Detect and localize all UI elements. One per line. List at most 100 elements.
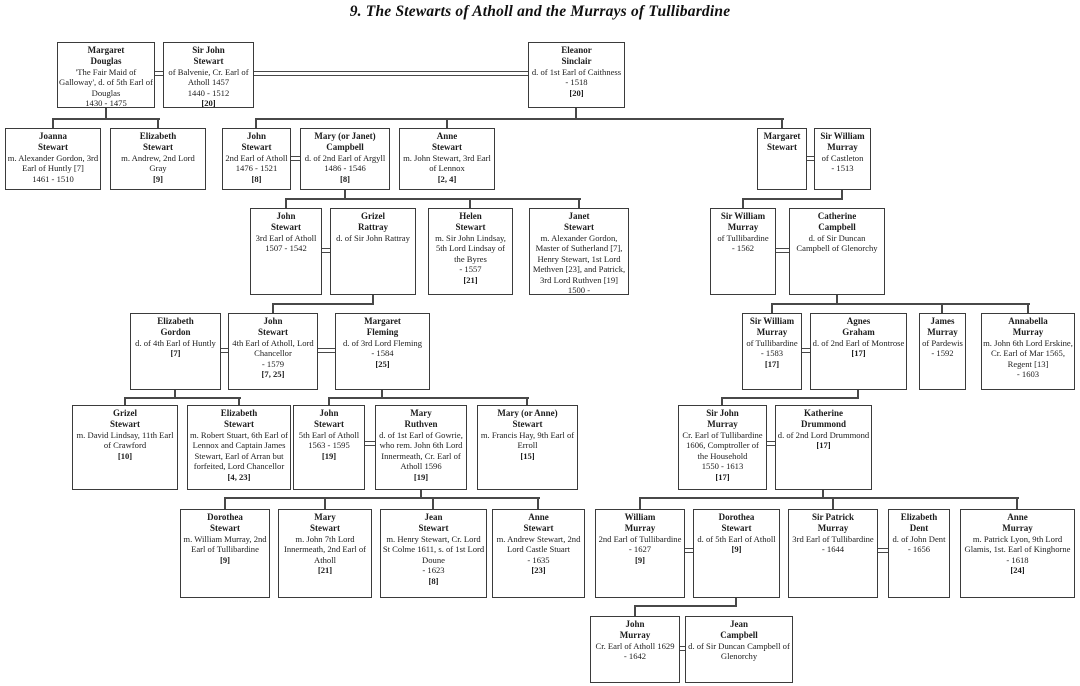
connector-line: [238, 397, 240, 405]
person-name: Murray: [927, 326, 958, 337]
person-name: Gordon: [160, 326, 191, 337]
marriage-link: [802, 348, 810, 353]
person-name: Catherine: [817, 211, 857, 221]
connector-line: [174, 390, 176, 399]
person-detail: 1430 - 1475: [85, 98, 127, 108]
person-detail: d. of John Dent: [892, 533, 946, 544]
person-detail: - 1592: [931, 348, 954, 359]
person-reference: [9]: [219, 554, 231, 565]
person-name: Rattray: [358, 221, 388, 232]
person-detail: 5th Earl of Atholl: [298, 429, 360, 440]
person-reference: [8]: [428, 575, 439, 586]
person-detail: d. of 3rd Lord Fleming: [342, 337, 422, 348]
person-reference: [7]: [170, 348, 181, 359]
person-name: Stewart: [210, 522, 240, 533]
person-name: Stewart: [523, 522, 554, 533]
marriage-link: [807, 156, 814, 161]
marriage-link: [254, 71, 528, 76]
person-name: Eleanor: [561, 45, 592, 55]
connector-line: [124, 397, 241, 399]
person-name: Campbell: [720, 629, 758, 640]
connector-line: [578, 198, 580, 208]
person-name: Murray: [727, 221, 759, 232]
connector-line: [857, 390, 859, 399]
person-name: Murray: [1002, 522, 1033, 533]
connector-line: [639, 497, 1019, 499]
person-name: Stewart: [38, 141, 68, 152]
connector-line: [52, 118, 160, 120]
marriage-link: [318, 348, 335, 353]
person-detail: m. Robert Stuart, 6th Earl of Lennox and…: [189, 429, 289, 472]
person-detail: m. Henry Stewart, Cr. Lord St Colme 1611…: [382, 533, 485, 565]
person-reference: [23]: [531, 565, 546, 576]
person-name: Murray: [817, 522, 849, 533]
connector-line: [446, 118, 448, 128]
person-name: Murray: [624, 522, 656, 533]
person-reference: [9]: [634, 554, 646, 565]
person-name: Stewart: [721, 522, 752, 533]
person-detail: m. Patrick Lyon, 9th Lord Glamis, 1st. E…: [964, 533, 1071, 555]
person-name: Douglas: [90, 55, 122, 66]
person-detail: of Balvenie, Cr. Earl of Atholl 1457: [168, 66, 249, 88]
person-detail: 2nd Earl of Atholl: [225, 152, 288, 163]
person-detail: 1500 -: [567, 285, 591, 295]
person-detail: 1563 - 1595: [308, 440, 350, 451]
person-name: Joanna: [38, 131, 67, 141]
person-name: Anne: [528, 512, 549, 522]
marriage-link: [291, 156, 300, 161]
person-reference: [21]: [463, 274, 478, 285]
person-name: Sir William: [749, 316, 795, 326]
connector-line: [771, 303, 773, 313]
person-reference: [17]: [851, 348, 866, 359]
person-name: Jean: [730, 619, 748, 629]
person-detail: 3rd Earl of Tullibardine: [792, 533, 874, 544]
person-reference: [19]: [413, 471, 429, 482]
person-detail: m. John 6th Lord Erskine, Cr. Earl of Ma…: [983, 337, 1073, 369]
person-name: Campbell: [326, 141, 364, 152]
person-reference: [4, 23]: [227, 471, 251, 482]
connector-line: [328, 397, 330, 405]
connector-line: [432, 497, 434, 509]
connector-line: [841, 190, 843, 200]
person-detail: - 1583: [760, 348, 784, 359]
person-detail: d. of Sir Duncan Campbell of Glenorchy: [796, 232, 878, 254]
person-detail: - 1644: [821, 544, 845, 555]
person-name: Helen: [459, 211, 482, 221]
connector-line: [1027, 303, 1029, 313]
connector-line: [721, 397, 859, 399]
person-name: John: [246, 131, 266, 141]
connector-line: [1016, 497, 1018, 509]
person-name: John: [319, 408, 339, 418]
person-name: Stewart: [512, 418, 543, 429]
person-detail: of Castleton: [821, 152, 864, 163]
person-reference: [17]: [715, 471, 730, 482]
person-name: Murray: [756, 326, 788, 337]
person-detail: - 1603: [1016, 369, 1040, 380]
person-detail: Cr. Earl of Tullibardine 1606, Comptroll…: [682, 429, 763, 461]
connector-line: [272, 303, 374, 305]
connector-line: [634, 605, 636, 616]
person-name: Sir William: [820, 131, 865, 141]
person-name: James: [930, 316, 955, 326]
person-reference: [21]: [317, 565, 333, 576]
person-detail: m. William Murray, 2nd Earl of Tullibard…: [183, 533, 267, 555]
person-detail: m. Andrew, 2nd Lord Gray: [121, 152, 195, 174]
person-name: Murray: [1012, 326, 1044, 337]
person-detail: m. John 7th Lord Innermeath, 2nd Earl of…: [283, 533, 367, 565]
person-reference: [17]: [764, 358, 780, 369]
person-detail: - 1627: [628, 544, 652, 555]
person-detail: 1486 - 1546: [324, 163, 366, 174]
